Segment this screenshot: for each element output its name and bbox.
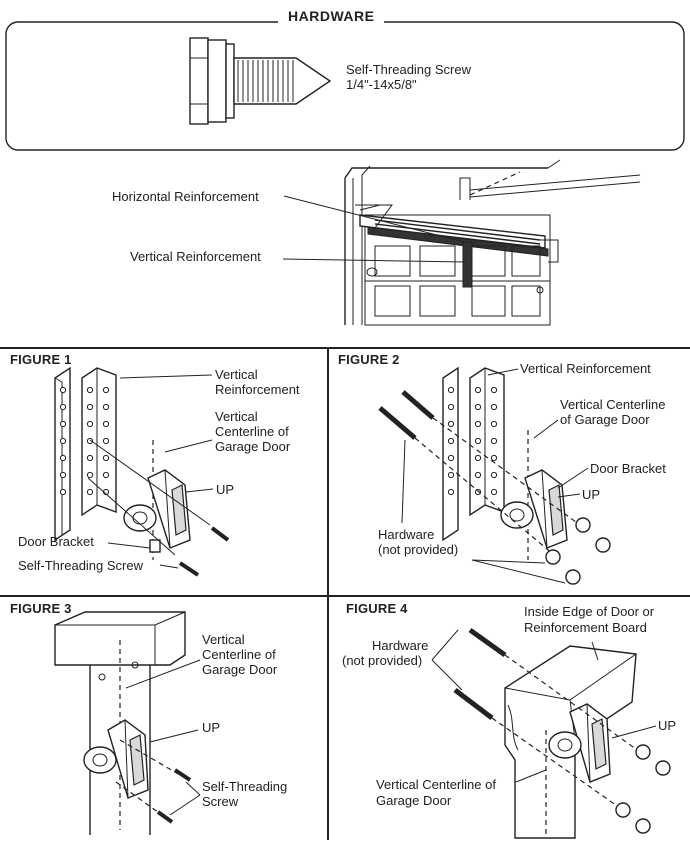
figure4-hardware-label-2: (not provided) xyxy=(342,653,423,668)
figure2-up-label: UP xyxy=(582,487,601,502)
screw-name-label: Self-Threading Screw xyxy=(346,62,471,77)
screw-size-label: 1/4"-14x5/8" xyxy=(346,77,417,92)
figure2-door-bracket-label: Door Bracket xyxy=(590,461,666,476)
figure3-screw-label-2: Screw xyxy=(202,794,239,809)
vertical-reinforcement-label: Vertical Reinforcement xyxy=(130,249,261,264)
figure3-drawing xyxy=(54,611,192,835)
garage-door-overview xyxy=(344,159,641,326)
figure3-centerline-label-1: Vertical xyxy=(202,632,245,647)
figure4-centerline-label-1: Vertical Centerline of xyxy=(376,777,496,792)
figure4-edge-label-1: Inside Edge of Door or xyxy=(524,604,655,619)
figure1-up-label: UP xyxy=(216,482,235,497)
figure3-up-label: UP xyxy=(202,720,221,735)
figure3-screw-label-1: Self-Threading xyxy=(202,779,288,794)
figure1-title: FIGURE 1 xyxy=(10,352,72,367)
figure2-hardware-label-1: Hardware xyxy=(378,527,435,542)
figure1-centerline-label-3: Garage Door xyxy=(215,439,291,454)
figure4-title: FIGURE 4 xyxy=(346,601,408,616)
figure3-centerline-label-2: Centerline of xyxy=(202,647,276,662)
figure2-drawing xyxy=(378,366,611,585)
figure2-hardware-label-2: (not provided) xyxy=(378,542,459,557)
figure1-centerline-label-2: Centerline of xyxy=(215,424,289,439)
figure2-centerline-label-2: of Garage Door xyxy=(560,412,650,427)
figure1-centerline-label-1: Vertical xyxy=(215,409,258,424)
figure4-edge-label-2: Reinforcement Board xyxy=(524,620,647,635)
figure1-screw-label: Self-Threading Screw xyxy=(18,558,143,573)
figure1-door-bracket-label: Door Bracket xyxy=(18,534,94,549)
figure1-drawing xyxy=(54,366,230,577)
figure4-hardware-label-1: Hardware xyxy=(372,638,429,653)
figure4-up-label: UP xyxy=(658,718,677,733)
figure1-reinforcement-label-1: Vertical xyxy=(215,367,258,382)
figure3-title: FIGURE 3 xyxy=(10,601,72,616)
figure4-drawing xyxy=(453,627,671,839)
figure4-centerline-label-2: Garage Door xyxy=(376,793,452,808)
figure2-title: FIGURE 2 xyxy=(338,352,400,367)
horizontal-reinforcement-label: Horizontal Reinforcement xyxy=(112,189,259,204)
figure3-centerline-label-3: Garage Door xyxy=(202,662,278,677)
figure-grid xyxy=(0,347,690,840)
figure2-centerline-label-1: Vertical Centerline xyxy=(560,397,666,412)
figure2-reinforcement-label: Vertical Reinforcement xyxy=(520,361,651,376)
screw-illustration-icon xyxy=(189,37,332,125)
hardware-title: HARDWARE xyxy=(278,8,385,24)
figure1-reinforcement-label-2: Reinforcement xyxy=(215,382,300,397)
hardware-box xyxy=(5,21,685,151)
